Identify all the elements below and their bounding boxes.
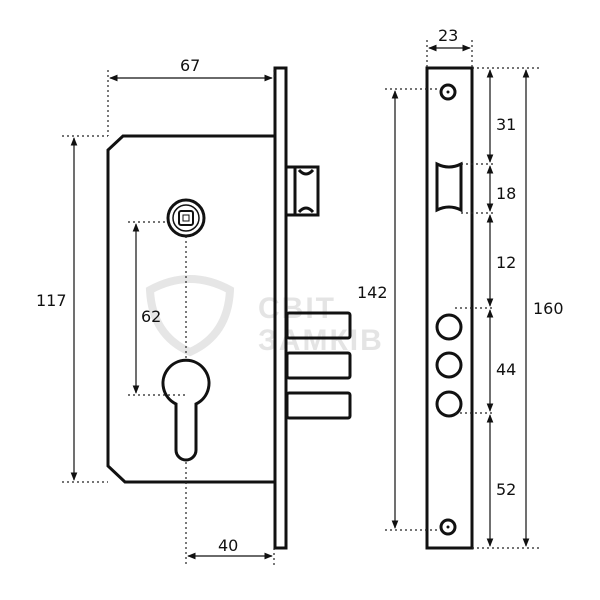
dim-18-label: 18	[496, 184, 516, 203]
deadbolt-3	[285, 391, 352, 420]
spindle-hub	[166, 198, 206, 238]
latch-window	[435, 161, 463, 213]
dim-142: 142	[357, 88, 440, 531]
watermark-line1: СВІТ	[258, 292, 336, 325]
dim-117-label: 117	[36, 291, 67, 310]
screw-hole-top	[439, 83, 457, 101]
dim-142-label: 142	[357, 283, 388, 302]
dim-40: 40	[187, 536, 275, 565]
dim-52-label: 52	[496, 480, 516, 499]
bolt-hole-2	[435, 351, 463, 379]
bolt-hole-1	[435, 313, 463, 341]
screw-hole-bottom	[439, 518, 457, 536]
dim-67: 67	[107, 56, 275, 136]
dim-23: 23	[426, 26, 473, 68]
lock-body	[106, 66, 352, 550]
front-plate-side	[273, 66, 288, 550]
deadbolt-1	[285, 311, 352, 340]
dim-160: 160	[522, 69, 564, 547]
watermark: СВІТ ЗАМКІВ	[145, 275, 382, 357]
watermark-shield-icon	[145, 275, 235, 357]
bolt-hole-3	[435, 390, 463, 418]
cylinder-hole	[161, 358, 211, 462]
dim-160-label: 160	[533, 299, 564, 318]
dim-44-label: 44	[496, 360, 516, 379]
dim-40-label: 40	[218, 536, 238, 555]
dim-62-label: 62	[141, 307, 161, 326]
dim-23-label: 23	[438, 26, 458, 45]
dim-chain: 31 18 12 44 52	[455, 67, 540, 549]
dim-31-label: 31	[496, 115, 516, 134]
dim-117: 117	[36, 135, 108, 483]
deadbolt-2	[285, 351, 352, 380]
dim-62: 62	[128, 221, 187, 565]
dim-12-label: 12	[496, 253, 516, 272]
latch-bolt	[287, 165, 320, 217]
dim-67-label: 67	[180, 56, 200, 75]
